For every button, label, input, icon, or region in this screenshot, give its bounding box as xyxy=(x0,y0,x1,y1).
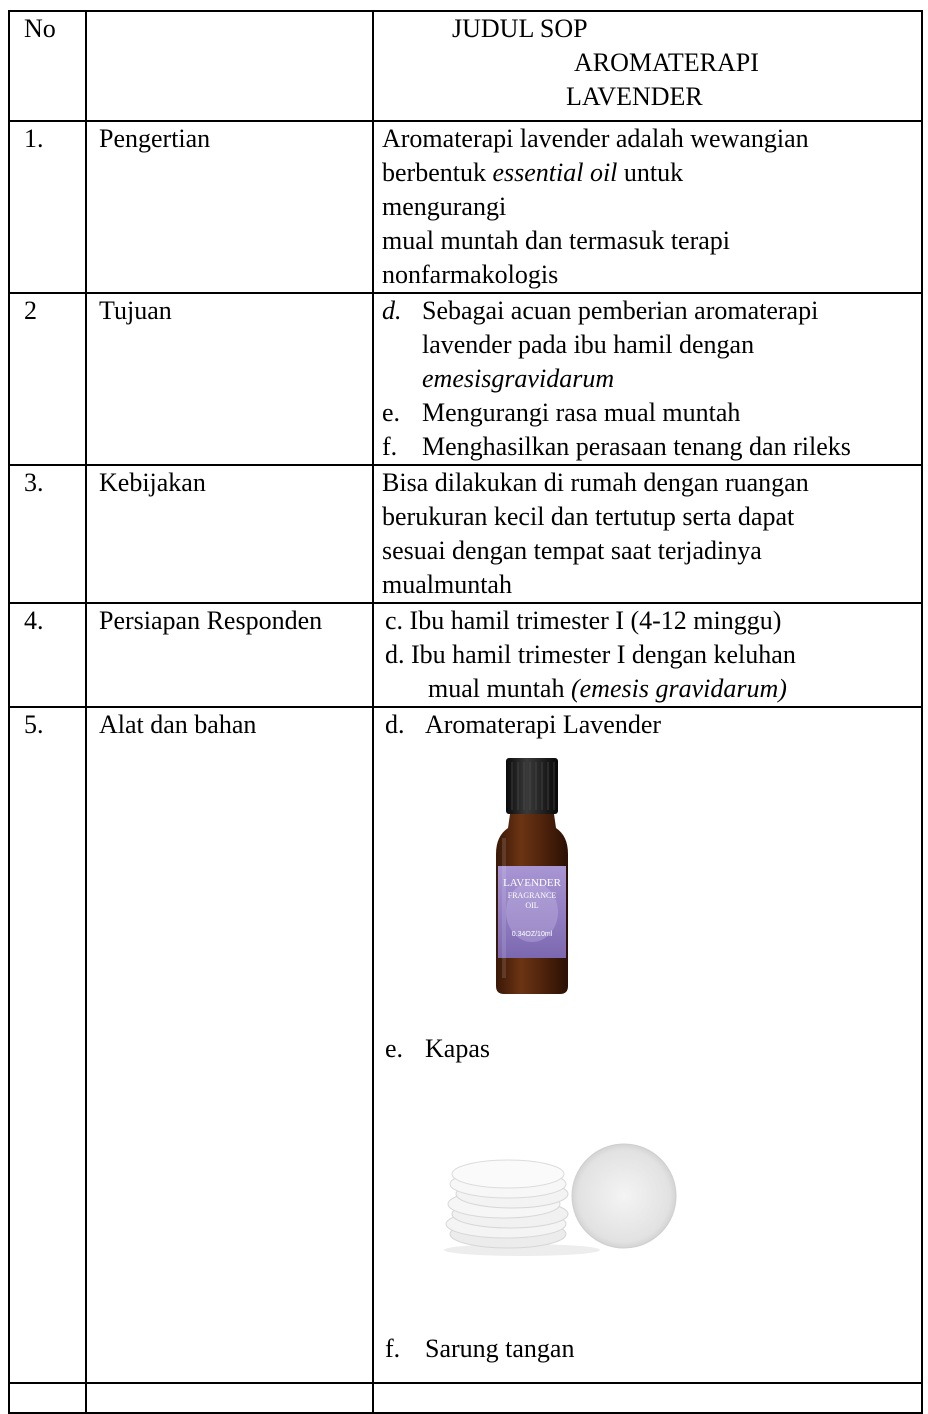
pengertian-line-3: mengurangi xyxy=(382,192,507,221)
list-item: d. Sebagai acuan pemberian aromaterapi xyxy=(382,295,920,328)
row-label: Tujuan xyxy=(85,292,374,466)
bottle-line3: OIL xyxy=(525,901,538,910)
list-text: Sarung tangan xyxy=(425,1334,575,1363)
header-empty-cell xyxy=(85,10,374,122)
pengertian-line-2: berbentuk essential oil untuk xyxy=(382,156,920,190)
row-label: Persiapan Responden xyxy=(85,602,374,708)
list-item: d. Aromaterapi Lavender xyxy=(385,709,662,742)
responden-line-3: mual muntah (emesis gravidarum) xyxy=(382,672,920,705)
list-marker: d. xyxy=(385,710,405,739)
list-item: f. Sarung tangan xyxy=(385,1332,574,1366)
bottle-line2: FRAGRANCE xyxy=(508,891,557,900)
list-marker: d. xyxy=(382,296,402,325)
header-title-cell: JUDUL SOP AROMATERAPI LAVENDER xyxy=(372,10,923,122)
row-no: 3. xyxy=(8,464,87,604)
empty-cell xyxy=(85,1382,374,1414)
responden-line-3a: mual muntah xyxy=(428,674,571,703)
responden-line-1: c. Ibu hamil trimester I (4-12 minggu) xyxy=(385,606,782,635)
list-item: e. Mengurangi rasa mual muntah xyxy=(382,396,920,430)
cotton-pad-stack xyxy=(445,1159,569,1249)
sop-table: No JUDUL SOP AROMATERAPI LAVENDER 1. Pen… xyxy=(8,10,923,1414)
header-row: No JUDUL SOP AROMATERAPI LAVENDER xyxy=(8,10,923,122)
pengertian-line-5: nonfarmakologis xyxy=(382,260,559,289)
sop-document: No JUDUL SOP AROMATERAPI LAVENDER 1. Pen… xyxy=(8,10,923,1414)
row-content: Aromaterapi lavender adalah wewangian be… xyxy=(372,120,923,294)
bottle-label xyxy=(498,866,566,958)
cotton-pad-upright xyxy=(571,1143,677,1249)
list-item: e. Kapas xyxy=(385,1032,490,1066)
kebijakan-line: mualmuntah xyxy=(382,570,512,599)
title-line-2: AROMATERAPI xyxy=(574,48,759,77)
row-no: 5. xyxy=(8,706,87,1384)
row-no: 4. xyxy=(8,602,87,708)
list-item: f. Menghasilkan perasaan tenang dan rile… xyxy=(382,430,920,463)
row-content: Bisa dilakukan di rumah dengan ruangan b… xyxy=(372,464,923,604)
table-row-tujuan: 2 Tujuan d. Sebagai acuan pemberian arom… xyxy=(8,292,923,466)
bottle-brand: LAVENDER xyxy=(503,877,562,889)
header-no: No xyxy=(24,14,56,43)
bottle-cap xyxy=(506,758,558,814)
list-text: Menghasilkan perasaan tenang dan rileks xyxy=(422,432,851,461)
list-marker: e. xyxy=(382,398,401,427)
pengertian-essential-oil: essential oil xyxy=(492,158,618,187)
title-line-1: JUDUL SOP xyxy=(452,14,588,43)
pengertian-line-1: Aromaterapi lavender adalah wewangian xyxy=(382,124,809,153)
list-text: Mengurangi rasa mual muntah xyxy=(422,398,741,427)
row-content: c. Ibu hamil trimester I (4-12 minggu) d… xyxy=(372,602,923,708)
list-text-cont: lavender pada ibu hamil dengan xyxy=(422,330,755,359)
header-no-cell: No xyxy=(8,10,87,122)
list-marker: e. xyxy=(385,1034,404,1063)
responden-line-3b: (emesis gravidarum) xyxy=(570,674,787,703)
kebijakan-line: berukuran kecil dan tertutup serta dapat xyxy=(382,502,795,531)
pengertian-line-2c: untuk xyxy=(617,158,684,187)
pengertian-line-2a: berbentuk xyxy=(382,158,493,187)
empty-cell xyxy=(8,1382,87,1414)
empty-cell xyxy=(372,1382,923,1414)
list-text: Aromaterapi Lavender xyxy=(425,710,662,739)
row-no: 1. xyxy=(8,120,87,294)
bottle-volume: 0.34OZ/10ml xyxy=(512,931,553,938)
title-line-3: LAVENDER xyxy=(566,82,703,111)
table-row-pengertian: 1. Pengertian Aromaterapi lavender adala… xyxy=(8,120,923,294)
responden-line-2: d. Ibu hamil trimester I dengan keluhan xyxy=(385,640,796,669)
table-row-empty xyxy=(8,1382,923,1414)
list-marker: f. xyxy=(382,432,398,461)
row-label: Pengertian xyxy=(85,120,374,294)
kebijakan-line: Bisa dilakukan di rumah dengan ruangan xyxy=(382,468,809,497)
cotton-pads-image xyxy=(444,1143,677,1256)
row-content: d. Aromaterapi Lavender xyxy=(372,706,923,1384)
row-label: Kebijakan xyxy=(85,464,374,604)
tools-list: d. Aromaterapi Lavender xyxy=(382,709,920,1381)
lavender-oil-bottle-image: LAVENDER FRAGRANCE OIL 0.34OZ/10ml xyxy=(496,758,568,994)
pengertian-line-4: mual muntah dan termasuk terapi xyxy=(382,226,731,255)
row-label: Alat dan bahan xyxy=(85,706,374,1384)
kebijakan-line: sesuai dengan tempat saat terjadinya xyxy=(382,536,762,565)
table-row-alat: 5. Alat dan bahan d. Aromaterapi Lavende… xyxy=(8,706,923,1384)
row-no: 2 xyxy=(8,292,87,466)
table-row-kebijakan: 3. Kebijakan Bisa dilakukan di rumah den… xyxy=(8,464,923,604)
table-row-persiapan: 4. Persiapan Responden c. Ibu hamil trim… xyxy=(8,602,923,708)
list-text-cont-italic: emesisgravidarum xyxy=(422,364,615,393)
list-text: Kapas xyxy=(425,1034,490,1063)
list-text: Sebagai acuan pemberian aromaterapi xyxy=(422,296,819,325)
list-marker: f. xyxy=(385,1334,401,1363)
row-content: d. Sebagai acuan pemberian aromaterapi l… xyxy=(372,292,923,466)
